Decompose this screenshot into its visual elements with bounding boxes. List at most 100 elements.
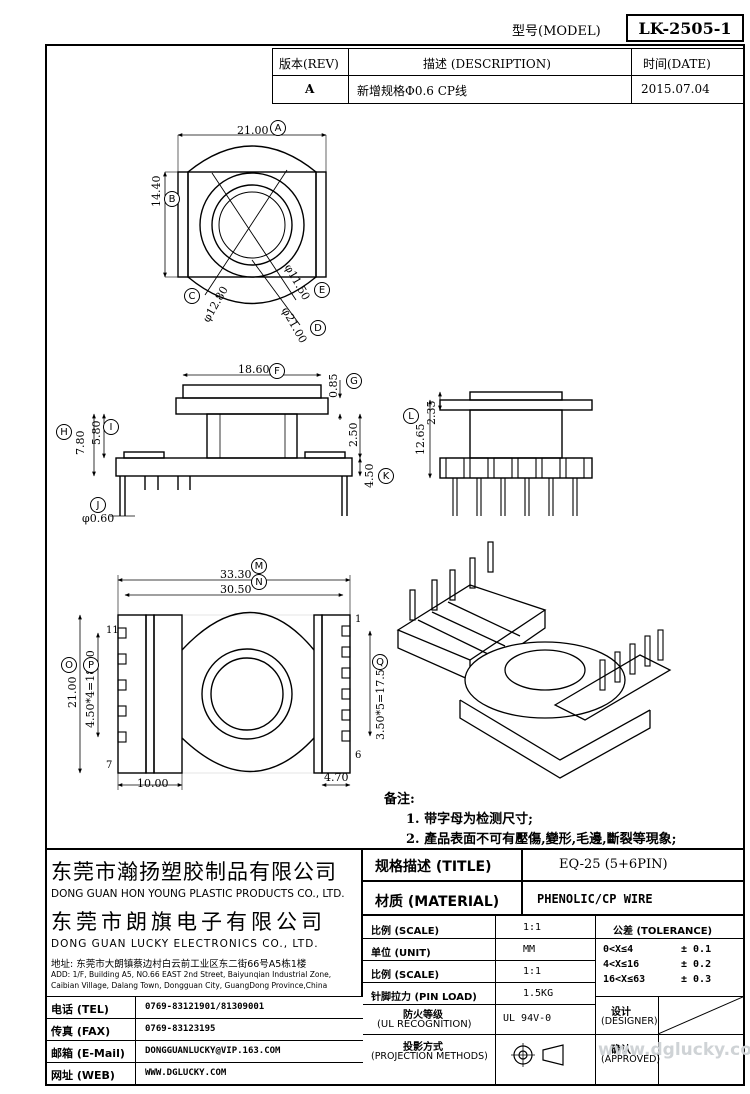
desc-value: 新增规格Φ0.6 CP线: [357, 84, 467, 98]
spec-block: 规格描述 (TITLE) EQ-25 (5+6PIN) 材质 (MATERIAL…: [363, 848, 745, 1086]
circled-letter-e: E: [314, 282, 330, 298]
pin-label-11: 11: [106, 625, 119, 636]
tolerance-range: 0<X≤4: [603, 944, 634, 955]
dim-H: 7.80: [74, 430, 87, 456]
rev-value: A: [305, 82, 315, 96]
circled-letter-h: H: [56, 424, 72, 440]
address-cn: 地址: 东莞市大朗镇蔡边村白云前工业区东二街66号A5栋1楼: [51, 959, 307, 970]
contact-label: 网址 (WEB): [51, 1069, 115, 1082]
material-label: 材质 (MATERIAL): [375, 894, 500, 910]
notes-title: 备注:: [384, 792, 415, 807]
projection-symbol-icon: [511, 1043, 564, 1067]
company-name-en-1: DONG GUAN HON YOUNG PLASTIC PRODUCTS CO.…: [51, 888, 345, 900]
title-label: 规格描述 (TITLE): [375, 859, 492, 875]
technical-drawing: [78, 133, 672, 790]
designer-label-1: 设计: [611, 1007, 631, 1018]
material-value: PHENOLIC/CP WIRE: [537, 892, 653, 906]
unit-label: 单位 (UNIT): [371, 948, 431, 959]
ul-value: UL 94V-0: [503, 1013, 552, 1024]
circled-letter-k: K: [378, 468, 394, 484]
contact-value: 0769-83123195: [145, 1024, 216, 1034]
revision-table: 版本(REV) 描述 (DESCRIPTION) 时间(DATE) A 新增规格…: [272, 48, 744, 104]
pinload-label: 针脚拉力 (PIN LOAD): [371, 992, 477, 1003]
watermark: www.dglucky.com: [598, 1040, 750, 1060]
circled-letter-a: A: [270, 120, 286, 136]
contact-label: 传真 (FAX): [51, 1025, 111, 1038]
tolerance-value: ± 0.1: [681, 944, 712, 955]
model-value: LK-2505-1: [638, 18, 732, 38]
company-name-en-2: DONG GUAN LUCKY ELECTRONICS CO., LTD.: [51, 938, 319, 950]
projection-label-2: (PROJECTION METHODS): [371, 1051, 488, 1062]
title-block: [45, 848, 745, 1086]
dim-L2: 2.35: [425, 400, 438, 426]
contact-label: 邮箱 (E-Mail): [51, 1047, 125, 1060]
contact-row: 网址 (WEB) WWW.DGLUCKY.COM: [45, 1062, 363, 1085]
bottom-view: [78, 575, 372, 790]
isometric-view: [396, 541, 672, 779]
address-en-2: Caibian Village, Dalang Town, Dongguan C…: [51, 981, 328, 990]
dim-N: 30.50: [220, 583, 252, 596]
scale2-value: 1:1: [523, 966, 542, 977]
tolerance-range: 16<X≤63: [603, 974, 646, 985]
contact-label: 电话 (TEL): [51, 1003, 109, 1016]
title-value: EQ-25 (5+6PIN): [559, 857, 668, 872]
ul-label-2: (UL RECOGNITION): [377, 1019, 472, 1030]
scale-value: 1:1: [523, 922, 542, 933]
dim-K2: 2.50: [347, 422, 360, 448]
tolerance-header: 公差 (TOLERANCE): [613, 926, 713, 937]
dim-I: 5.80: [90, 420, 103, 446]
circled-letter-f: F: [269, 363, 285, 379]
scale2-label: 比例 (SCALE): [371, 970, 440, 981]
approved-label-1: 确认: [611, 1045, 631, 1056]
circled-letter-m: M: [251, 558, 267, 574]
contact-value: WWW.DGLUCKY.COM: [145, 1068, 227, 1078]
circled-letter-p: P: [83, 657, 99, 673]
company-name-cn-1: 东莞市瀚扬塑胶制品有限公司: [51, 860, 337, 884]
top-view: [163, 133, 327, 326]
circled-letter-i: I: [103, 419, 119, 435]
circled-letter-q: Q: [372, 654, 388, 670]
designer-label-2: (DESIGNER): [601, 1016, 658, 1027]
rev-header: 版本(REV): [279, 57, 339, 71]
date-header: 时间(DATE): [643, 57, 711, 71]
company-name-cn-2: 东莞市朗旗电子有限公司: [51, 910, 326, 934]
tolerance-value: ± 0.2: [681, 959, 712, 970]
desc-header: 描述 (DESCRIPTION): [423, 57, 551, 71]
approved-label-2: (APPROVED): [601, 1054, 661, 1065]
circled-letter-b: B: [164, 191, 180, 207]
company-block: 东莞市瀚扬塑胶制品有限公司 DONG GUAN HON YOUNG PLASTI…: [45, 848, 363, 996]
contact-row: 电话 (TEL) 0769-83121901/81309001: [45, 996, 363, 1019]
dim-S: 4.70: [324, 771, 349, 784]
note-1: 1. 带字母为检测尺寸;: [406, 812, 533, 827]
dim-K: 4.50: [363, 463, 376, 489]
circled-letter-l: L: [403, 408, 419, 424]
drawing-sheet-frame: [45, 44, 745, 1086]
tolerance-range: 4<X≤16: [603, 959, 640, 970]
dim-A: 21.00: [237, 124, 269, 137]
side-view: [428, 391, 593, 516]
tolerance-value: ± 0.3: [681, 974, 712, 985]
circled-letter-j: J: [90, 497, 106, 513]
dim-G: 0.85: [327, 373, 340, 399]
dim-Q: 3.50*5=17.50: [374, 662, 387, 740]
note-2: 2. 產品表面不可有壓傷,變形,毛邊,斷裂等現象;: [406, 832, 677, 847]
contact-row: 传真 (FAX) 0769-83123195: [45, 1018, 363, 1041]
pin-label-1: 1: [355, 614, 362, 625]
dim-B: 14.40: [150, 175, 163, 208]
date-value: 2015.07.04: [641, 82, 710, 96]
contact-value: 0769-83121901/81309001: [145, 1002, 265, 1012]
dim-J: φ0.60: [82, 512, 115, 525]
contact-row: 邮箱 (E-Mail) DONGGUANLUCKY@VIP.163.COM: [45, 1040, 363, 1063]
scale-label: 比例 (SCALE): [371, 926, 440, 937]
circled-letter-d: D: [310, 320, 326, 336]
pinload-value: 1.5KG: [523, 988, 554, 999]
unit-value: MM: [523, 944, 536, 955]
circled-letter-c: C: [184, 288, 200, 304]
dim-O: 21.00: [66, 676, 79, 709]
contact-value: DONGGUANLUCKY@VIP.163.COM: [145, 1046, 281, 1056]
circled-letter-o: O: [61, 657, 77, 673]
projection-label-1: 投影方式: [403, 1042, 443, 1053]
dim-L: 12.65: [414, 423, 427, 456]
circled-letter-g: G: [346, 373, 362, 389]
circled-letter-n: N: [251, 574, 267, 590]
